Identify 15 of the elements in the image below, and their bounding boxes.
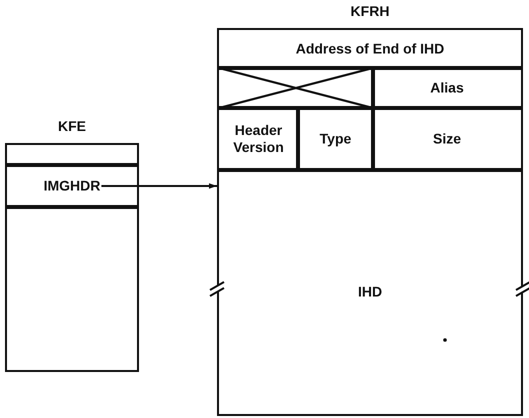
field-cell — [296, 106, 375, 172]
arrow — [101, 183, 217, 189]
field-label: Alias — [429, 80, 465, 96]
field-label: Type — [318, 130, 352, 148]
field-label: Address of End of IHD — [294, 40, 446, 58]
field-label: Size — [432, 130, 462, 148]
field-cell — [5, 163, 139, 209]
record-title: KFE — [57, 118, 87, 134]
field-cell — [217, 106, 300, 172]
record-title: KFRH — [350, 3, 390, 19]
field-label: Header Version — [232, 122, 285, 156]
field-cell — [371, 106, 523, 172]
field-label: IHD — [356, 284, 384, 300]
field-cell — [371, 66, 523, 110]
field-label: IMGHDR — [42, 178, 102, 194]
